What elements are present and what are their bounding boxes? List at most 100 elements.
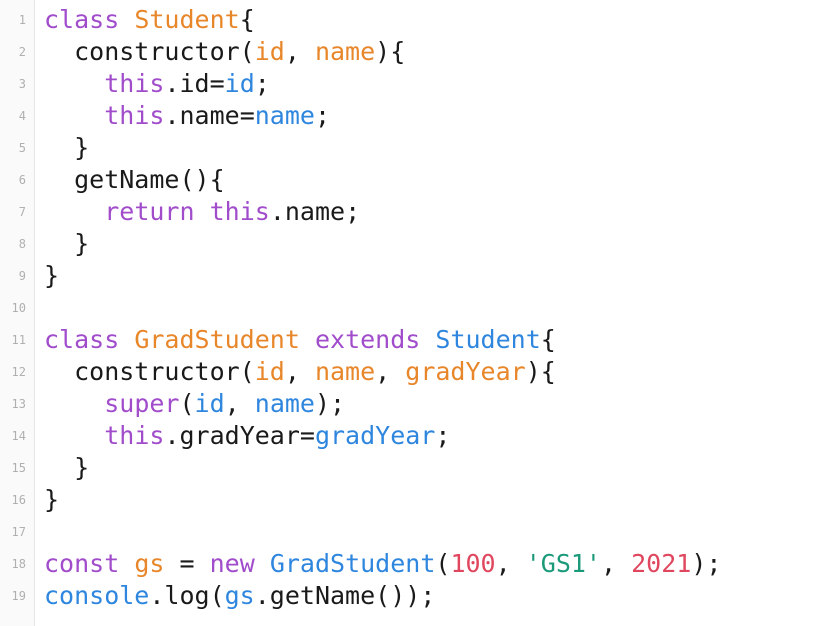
line-number: 10 [11, 301, 26, 315]
code-line[interactable]: 17 [0, 516, 820, 548]
code-text: constructor(id, name, gradYear){ [44, 356, 556, 388]
code-token: 2021 [631, 549, 692, 578]
code-token: ( [179, 389, 195, 418]
line-number: 15 [11, 461, 26, 475]
code-token: ); [314, 389, 346, 418]
code-line[interactable]: 3 this.id=id; [0, 68, 820, 100]
code-token: .name= [164, 101, 255, 130]
code-token: { [239, 5, 255, 34]
line-number-gutter [0, 0, 35, 626]
code-token: name [254, 389, 315, 418]
code-token: id [194, 389, 225, 418]
code-token: ( [435, 549, 451, 578]
code-line[interactable]: 2 constructor(id, name){ [0, 36, 820, 68]
code-line[interactable]: 15 } [0, 452, 820, 484]
code-text: this.name=name; [44, 100, 330, 132]
code-token: id [224, 69, 255, 98]
code-text: const gs = new GradStudent(100, 'GS1', 2… [44, 548, 721, 580]
code-token: .log( [149, 581, 225, 610]
code-line[interactable]: 14 this.gradYear=gradYear; [0, 420, 820, 452]
line-number: 4 [18, 109, 26, 123]
code-token [195, 197, 210, 226]
code-line[interactable]: 18 const gs = new GradStudent(100, 'GS1',… [0, 548, 820, 580]
line-number: 13 [11, 397, 26, 411]
code-text: } [44, 484, 59, 516]
code-token: name [314, 357, 376, 386]
code-token: ; [254, 69, 270, 98]
line-number: 19 [11, 589, 26, 603]
code-line[interactable]: 9} [0, 260, 820, 292]
code-line[interactable]: 5 } [0, 132, 820, 164]
line-number: 9 [18, 269, 26, 283]
code-token: , [284, 357, 315, 386]
code-token [255, 549, 270, 578]
code-text: class Student{ [44, 4, 255, 36]
code-token: getName(){ [44, 165, 225, 194]
line-number: 18 [11, 557, 26, 571]
code-token [44, 389, 104, 418]
code-token: , [495, 549, 526, 578]
code-token: } [44, 261, 60, 290]
line-number: 16 [11, 493, 26, 507]
code-token: name [314, 37, 376, 66]
code-text: } [44, 260, 59, 292]
code-token: ){ [525, 357, 556, 386]
code-text: class GradStudent extends Student{ [44, 324, 556, 356]
code-token: } [44, 133, 90, 162]
code-line[interactable]: 4 this.name=name; [0, 100, 820, 132]
code-token: ; [314, 101, 331, 130]
code-line[interactable]: 12 constructor(id, name, gradYear){ [0, 356, 820, 388]
code-token: , [224, 389, 255, 418]
code-line[interactable]: 16} [0, 484, 820, 516]
code-line[interactable]: 19 console.log(gs.getName()); [0, 580, 820, 612]
code-token: , [375, 357, 406, 386]
code-line[interactable]: 8 } [0, 228, 820, 260]
line-number: 12 [11, 365, 26, 379]
code-token [44, 197, 104, 226]
code-text: getName(){ [44, 164, 225, 196]
code-token: , [284, 37, 315, 66]
code-token [44, 421, 104, 450]
code-token: gradYear [405, 357, 526, 386]
code-text: this.id=id; [44, 68, 270, 100]
code-token: return [104, 197, 195, 226]
code-token: new [209, 549, 255, 578]
code-line[interactable]: 10 [0, 292, 820, 324]
code-token: ){ [375, 37, 406, 66]
code-line[interactable]: 13 super(id, name); [0, 388, 820, 420]
code-token: .getName()); [254, 581, 436, 610]
line-number: 6 [18, 173, 26, 187]
code-token: Student [435, 325, 541, 354]
code-token: = [164, 549, 210, 578]
line-number: 14 [11, 429, 26, 443]
code-token: constructor( [44, 37, 255, 66]
code-token: super [104, 389, 180, 418]
code-token: gradYear [314, 421, 436, 450]
code-token: name [254, 101, 315, 130]
code-token: } [44, 229, 90, 258]
code-token [300, 325, 315, 354]
code-token: } [44, 485, 60, 514]
line-number: 5 [18, 141, 26, 155]
code-token: .name; [269, 197, 361, 226]
code-line[interactable]: 7 return this.name; [0, 196, 820, 228]
code-text: this.gradYear=gradYear; [44, 420, 450, 452]
code-token: { [540, 325, 556, 354]
code-token: ); [691, 549, 722, 578]
code-token [420, 325, 435, 354]
code-token: .id= [164, 69, 225, 98]
code-token: GradStudent [269, 549, 436, 578]
code-token: class [44, 5, 120, 34]
line-number: 8 [18, 237, 26, 251]
code-token [44, 101, 104, 130]
code-token: this [104, 101, 165, 130]
code-text: console.log(gs.getName()); [44, 580, 435, 612]
code-token: } [44, 453, 90, 482]
line-number: 7 [18, 205, 26, 219]
code-line[interactable]: 6 getName(){ [0, 164, 820, 196]
code-token: this [104, 69, 165, 98]
code-text: constructor(id, name){ [44, 36, 405, 68]
